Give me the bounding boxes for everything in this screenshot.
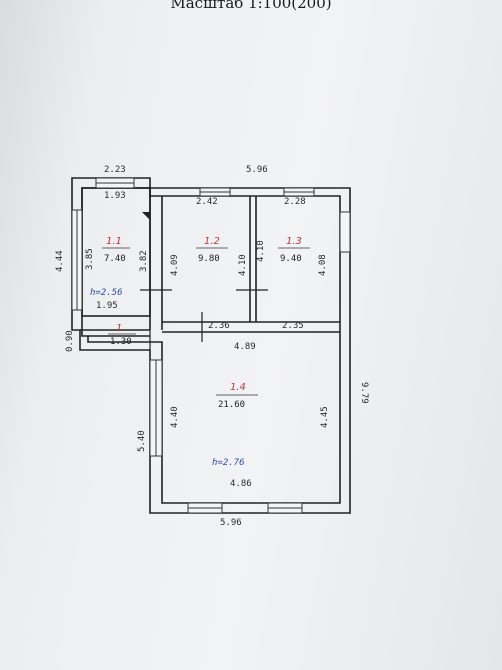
height-upper: h=2.56 <box>90 288 123 298</box>
dim-r12-right: 4.10 <box>238 254 248 276</box>
dim-r12-left: 4.09 <box>170 254 180 276</box>
room-1-number: 1 <box>116 323 122 334</box>
dim-top-left: 2.23 <box>104 165 126 175</box>
dim-r13-left: 4.10 <box>256 240 266 262</box>
dim-r13-right: 4.08 <box>318 254 328 276</box>
room-1-4-area: 21.60 <box>218 400 245 410</box>
room-1-2-area: 9.80 <box>198 254 220 264</box>
dim-r11-left: 3.85 <box>85 248 95 270</box>
room-1-1-area: 7.40 <box>104 254 126 264</box>
dimensions: 2.23 5.96 1.93 2.42 2.28 4.44 3.85 3.82 … <box>55 165 369 528</box>
dim-r14-left: 4.40 <box>170 406 180 428</box>
room-1-4-number: 1.4 <box>230 382 246 393</box>
scale-title: Масштаб 1:100(200) <box>170 0 332 12</box>
dim-porch-left: 0.90 <box>65 330 75 352</box>
windows <box>71 177 351 514</box>
room-1-area: 1.30 <box>110 337 132 347</box>
room-labels: 1.1 7.40 1.2 9.80 1.3 9.40 1.4 21.60 1 1… <box>102 236 310 410</box>
walls <box>71 177 351 514</box>
dim-r11-top: 1.93 <box>104 191 126 201</box>
ceiling-heights: h=2.56 h=2.76 <box>90 288 245 468</box>
room-1-3-area: 9.40 <box>280 254 302 264</box>
room-1-3-number: 1.3 <box>286 236 302 247</box>
dim-r14-bottom: 4.86 <box>230 479 252 489</box>
dim-r12-top: 2.42 <box>196 197 218 207</box>
room-1-2-number: 1.2 <box>204 236 220 247</box>
dim-r11-right: 3.82 <box>139 250 149 272</box>
door-marks <box>140 289 268 350</box>
dim-bottom-total: 5.96 <box>220 518 242 528</box>
dim-r11-bottom: 1.95 <box>96 301 118 311</box>
dim-right-total: 9.79 <box>359 382 369 404</box>
dim-r13-bottom: 2.35 <box>282 321 304 331</box>
dim-r14-right: 4.45 <box>320 406 330 428</box>
dim-left-outer: 4.44 <box>55 250 65 272</box>
corner-mark <box>142 212 150 220</box>
height-lower: h=2.76 <box>212 458 245 468</box>
room-1-1-number: 1.1 <box>106 236 122 247</box>
dim-left-lower: 5.40 <box>137 430 147 452</box>
dim-top-total: 5.96 <box>246 165 268 175</box>
dim-r14-top: 4.89 <box>234 342 256 352</box>
dim-r12-bottom: 2.36 <box>208 321 230 331</box>
dim-r13-top: 2.28 <box>284 197 306 207</box>
